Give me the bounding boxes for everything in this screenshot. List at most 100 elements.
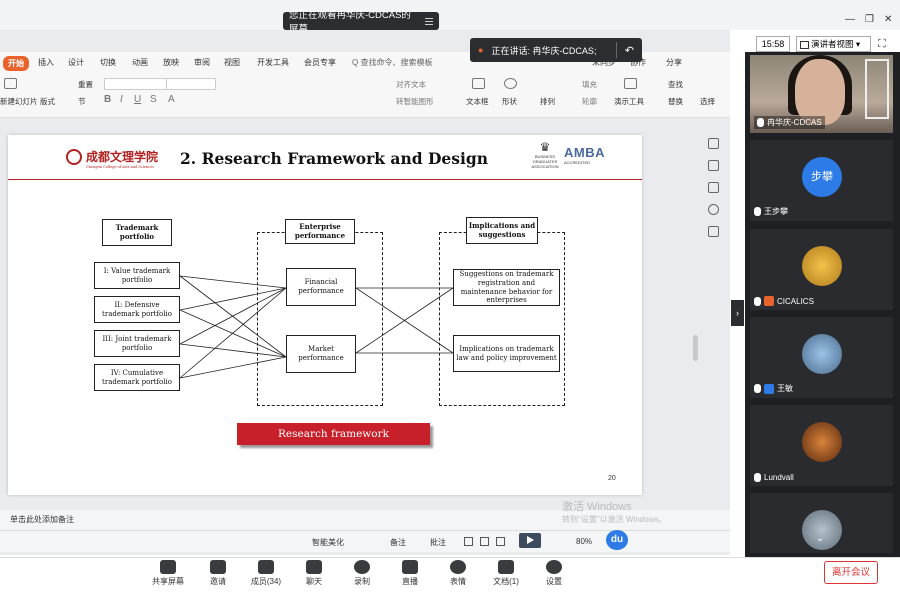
replace-button[interactable]: 替换 [668, 97, 683, 106]
performance-header: Enterprise performance [285, 219, 355, 244]
sorter-view-icon[interactable] [480, 537, 489, 546]
screen-share-banner[interactable]: 您正在观看冉华庆-CDCAS的屏幕 [283, 10, 439, 35]
share-button[interactable]: 分享 [666, 58, 682, 67]
speaking-text: 正在讲话: 冉华庆-CDCAS; [491, 45, 597, 56]
sync-status[interactable]: 未同步 [592, 58, 616, 67]
tab-developer[interactable]: 开发工具 [257, 58, 289, 67]
bold-button[interactable]: B [104, 94, 112, 105]
connector-line [179, 356, 287, 379]
avatar [802, 334, 842, 374]
new-slide-icon[interactable] [4, 78, 17, 89]
connector-line [355, 287, 454, 354]
video-tile-speaker[interactable]: 冉华庆-CDCAS [750, 55, 893, 133]
back-icon[interactable]: ↶ [624, 44, 634, 57]
view-mode-select[interactable]: 演讲者视图 ▾ [796, 36, 871, 52]
portfolio-header: Trademark portfolio [102, 219, 172, 246]
play-slideshow-button[interactable] [519, 533, 541, 548]
restore-icon[interactable]: ❐ [865, 14, 874, 25]
animation-icon[interactable] [708, 182, 719, 193]
invite-button[interactable]: 邀请 [198, 560, 238, 587]
members-button[interactable]: 成员(34) [246, 560, 286, 587]
outline-button[interactable]: 轮廓 [582, 97, 597, 106]
find-button[interactable]: 查找 [668, 80, 683, 89]
participant-name: Lundvall [764, 473, 794, 482]
tab-start[interactable]: 开始 [3, 56, 29, 71]
close-icon[interactable]: ✕ [884, 14, 893, 25]
baidu-du-icon[interactable]: du [606, 530, 628, 550]
tab-insert[interactable]: 插入 [38, 58, 54, 67]
settings-icon[interactable] [708, 226, 719, 237]
fullscreen-icon[interactable]: ⛶ [878, 38, 886, 50]
collaborate-button[interactable]: 协作 [630, 58, 646, 67]
tab-review[interactable]: 审阅 [194, 58, 210, 67]
smart-beautify-button[interactable]: 智能美化 [312, 538, 344, 547]
textbox-button[interactable]: 文本框 [466, 97, 489, 106]
bottom-label: 邀请 [210, 577, 226, 586]
connector-line [179, 343, 287, 358]
reading-view-icon[interactable] [496, 537, 505, 546]
tab-design[interactable]: 设计 [68, 58, 84, 67]
participant-tile[interactable]: ⌄ [750, 493, 893, 553]
slide-canvas[interactable]: 成都文理学院 Chengdu College of Arts and Scien… [8, 135, 642, 495]
participant-tile[interactable]: 王敏 [750, 317, 893, 398]
convert-smartart-button[interactable]: 转智能图形 [396, 97, 434, 106]
select-button[interactable]: 选择 [700, 97, 715, 106]
search-commands[interactable]: Q 查找命令、搜索模板 [352, 58, 433, 67]
section-button[interactable]: 节 [78, 97, 86, 106]
scroll-down-icon[interactable]: ⌄ [816, 533, 825, 544]
scrollbar-thumb[interactable] [693, 335, 698, 361]
bottom-label: 设置 [546, 577, 562, 586]
portfolio-box-cumulative: IV: Cumulative trademark portfolio [94, 364, 180, 391]
collapse-panel-icon[interactable]: › [731, 300, 744, 326]
star-icon[interactable] [708, 160, 719, 171]
reaction-button[interactable]: 表情 [438, 560, 478, 587]
strike-button[interactable]: S [150, 94, 157, 105]
tab-member[interactable]: 会员专享 [304, 58, 336, 67]
participant-name-tag: Lundvall [754, 473, 794, 482]
participant-tile[interactable]: CICALICS [750, 229, 893, 310]
notes-placeholder: 单击此处添加备注 [10, 515, 74, 524]
arrange-button[interactable]: 排列 [540, 97, 555, 106]
presentation-tools-button[interactable]: 演示工具 [614, 97, 644, 106]
tab-view[interactable]: 视图 [224, 58, 240, 67]
shape-button[interactable]: 形状 [502, 97, 517, 106]
italic-button[interactable]: I [120, 94, 123, 105]
minimize-icon[interactable]: — [845, 14, 855, 25]
chat-icon [306, 560, 322, 574]
adjust-icon[interactable] [708, 138, 719, 149]
normal-view-icon[interactable] [464, 537, 473, 546]
mic-icon [754, 473, 761, 482]
fill-button[interactable]: 填充 [582, 80, 597, 89]
menu-icon[interactable] [424, 17, 434, 25]
comments-toggle[interactable]: 批注 [430, 538, 446, 547]
underline-button[interactable]: U [134, 94, 142, 105]
settings-button[interactable]: 设置 [534, 560, 574, 587]
chat-button[interactable]: 聊天 [294, 560, 334, 587]
notes-pane[interactable]: 单击此处添加备注 [0, 510, 730, 530]
livestream-button[interactable]: 直播 [390, 560, 430, 587]
participant-tile[interactable]: 步攀 王步攀 [750, 140, 893, 221]
tab-transition[interactable]: 切换 [100, 58, 116, 67]
help-icon[interactable] [708, 204, 719, 215]
share-screen-button[interactable]: 共享屏幕 [148, 560, 188, 587]
new-slide-button[interactable]: 新建幻灯片 [0, 97, 38, 106]
layout-button[interactable]: 版式 [40, 97, 55, 106]
shape-icon[interactable] [504, 78, 517, 89]
reset-button[interactable]: 重置 [78, 80, 93, 89]
presentation-tools-icon[interactable] [624, 78, 637, 89]
record-button[interactable]: 录制 [342, 560, 382, 587]
zoom-level[interactable]: 80% [576, 537, 593, 546]
participant-tile[interactable]: Lundvall [750, 405, 893, 486]
notes-toggle[interactable]: 备注 [390, 538, 406, 547]
font-size-select[interactable] [166, 78, 216, 90]
font-color-button[interactable]: A [168, 94, 175, 105]
participant-name: 王步攀 [764, 207, 788, 216]
seal-icon [66, 148, 82, 165]
documents-button[interactable]: 文档(1) [486, 560, 526, 587]
leave-meeting-button[interactable]: 离开会议 [824, 561, 878, 584]
tab-animation[interactable]: 动画 [132, 58, 148, 67]
align-text-button[interactable]: 对齐文本 [396, 80, 426, 89]
tab-slideshow[interactable]: 放映 [163, 58, 179, 67]
connector-line [179, 287, 287, 311]
textbox-icon[interactable] [472, 78, 485, 89]
